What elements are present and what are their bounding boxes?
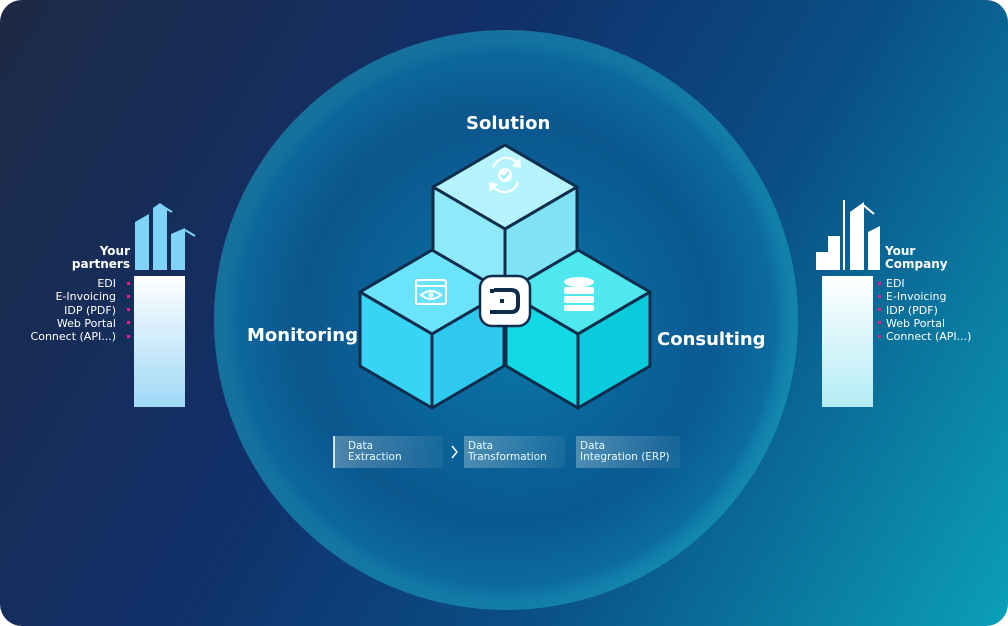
- partners-item-dots: [127, 282, 130, 338]
- partners-title-line1: Your: [99, 244, 130, 258]
- pillar-monitoring-label: Monitoring: [247, 325, 358, 346]
- company-building-icon: [816, 200, 880, 270]
- company-item-dots: [878, 282, 881, 338]
- company-item: Web Portal: [886, 316, 946, 330]
- step-transformation-label: Data Transformation: [468, 441, 547, 463]
- partners-title-line2: partners: [71, 257, 130, 271]
- partners-item: EDI: [97, 277, 116, 290]
- step-box-extraction: [333, 436, 443, 468]
- partners-item: Connect (API...): [30, 330, 116, 344]
- cube-monitoring: [358, 248, 506, 410]
- step-box-integration: [576, 436, 680, 468]
- company-title-line2: Company: [885, 257, 948, 271]
- chevron-right-icon: [451, 445, 458, 459]
- database-icon: [564, 277, 594, 311]
- partners-list: EDI E-Invoicing IDP (PDF) Web Portal Con…: [31, 277, 116, 343]
- company-item: IDP (PDF): [886, 303, 938, 317]
- step-integration-line2: Integration (ERP): [580, 451, 670, 463]
- step-integration-label: Data Integration (ERP): [580, 441, 670, 463]
- pillar-solution-label: Solution: [466, 113, 551, 134]
- company-item: Connect (API...): [886, 330, 972, 344]
- eye-monitor-icon: [415, 279, 447, 305]
- partners-item: IDP (PDF): [64, 303, 116, 317]
- company-list: EDI E-Invoicing IDP (PDF) Web Portal Con…: [886, 277, 971, 343]
- process-steps: [333, 436, 680, 468]
- company-item: E-Invoicing: [886, 290, 947, 304]
- step-extraction-line2: Extraction: [348, 451, 402, 463]
- partners-item: E-Invoicing: [55, 290, 117, 304]
- step-transformation-line2: Transformation: [468, 451, 547, 463]
- partners-item: Web Portal: [56, 316, 116, 330]
- step-transformation-line1: Data: [468, 440, 494, 452]
- sync-check-icon: [489, 156, 521, 194]
- partners-title: Your partners: [72, 245, 130, 271]
- step-integration-line1: Data: [580, 440, 606, 452]
- company-title: Your Company: [885, 245, 948, 271]
- logo-icon: [478, 274, 532, 328]
- partners-building-icon: [135, 203, 196, 270]
- step-box-transformation: [464, 436, 565, 468]
- company-item: EDI: [886, 277, 905, 290]
- pillar-consulting-label: Consulting: [657, 329, 766, 350]
- step-extraction-label: Data Extraction: [348, 441, 402, 463]
- partners-tower-bar: [134, 276, 185, 407]
- company-tower-bar: [822, 276, 873, 407]
- company-title-line1: Your: [885, 244, 916, 258]
- step-extraction-line1: Data: [348, 440, 374, 452]
